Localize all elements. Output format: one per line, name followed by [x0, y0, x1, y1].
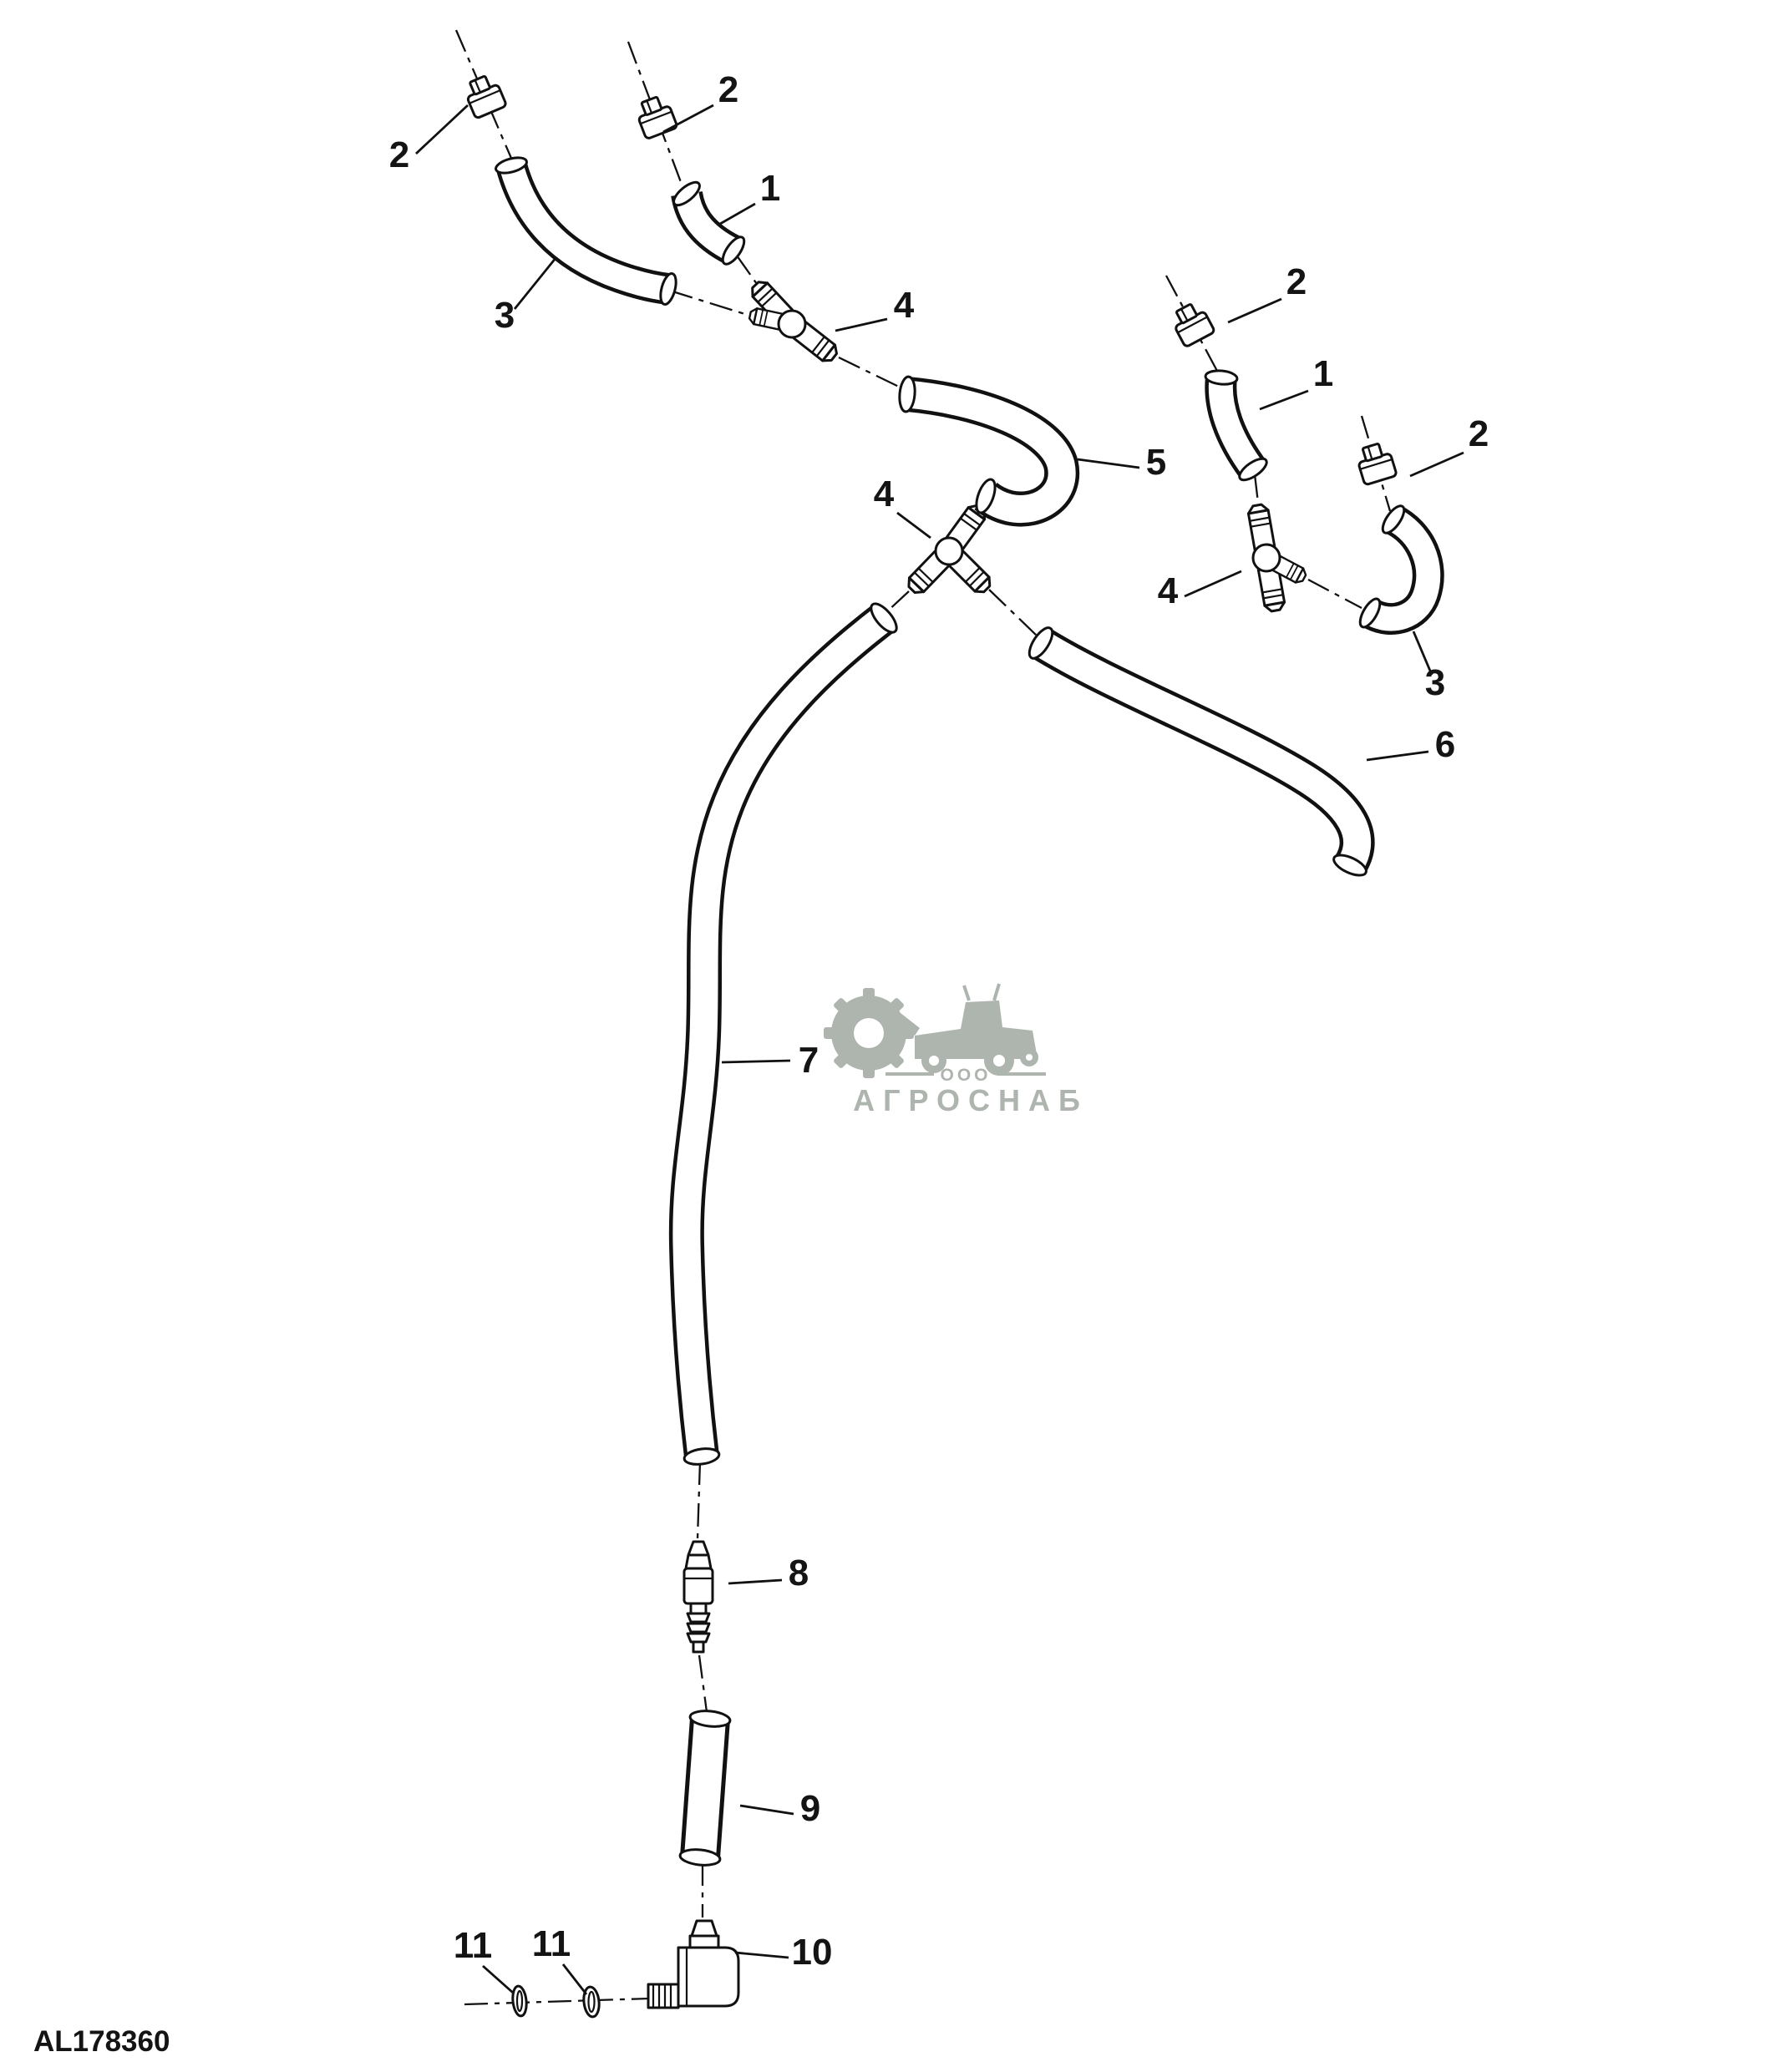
tee-fitting-right	[1246, 502, 1309, 614]
tractor-icon	[896, 983, 1038, 1076]
hose-1-right	[1204, 369, 1268, 482]
svg-text:8: 8	[789, 1553, 809, 1593]
svg-text:4: 4	[1158, 570, 1179, 611]
hose-3-right	[1358, 504, 1444, 635]
callout-clamp-right-lower: 2	[1409, 413, 1489, 478]
svg-text:4: 4	[874, 474, 895, 514]
callout-o-ring-left: 11	[454, 1925, 514, 1994]
svg-text:1: 1	[760, 168, 780, 209]
callout-hose-3-left: 3	[495, 256, 558, 336]
inline-connector-8	[682, 1540, 714, 1654]
o-ring-left	[511, 1984, 528, 2018]
svg-text:2: 2	[1469, 413, 1489, 454]
callout-hose-3-right: 3	[1412, 631, 1445, 703]
svg-text:11: 11	[454, 1925, 493, 1966]
elbow-fitting-10	[647, 1919, 740, 2009]
callout-clamp-top-middle: 2	[662, 69, 738, 134]
svg-text:7: 7	[799, 1040, 819, 1081]
hose-clamp-right-upper	[1167, 298, 1217, 349]
tee-fitting-upper	[747, 276, 842, 367]
svg-text:3: 3	[1425, 662, 1445, 703]
svg-text:2: 2	[389, 134, 409, 175]
callout-o-ring-right: 11	[532, 1923, 588, 1995]
watermark-company-type: ООО	[940, 1066, 991, 1085]
tee-fitting-middle	[903, 500, 996, 598]
assembly-centerlines	[454, 29, 1392, 2006]
svg-text:6: 6	[1435, 724, 1455, 765]
svg-text:9: 9	[800, 1788, 820, 1829]
svg-text:11: 11	[532, 1923, 571, 1964]
callout-hose-7: 7	[721, 1040, 819, 1081]
svg-text:2: 2	[1286, 261, 1307, 302]
callout-tee-right: 4	[1158, 570, 1242, 611]
callout-hose-9: 9	[739, 1788, 820, 1829]
svg-text:2: 2	[718, 69, 738, 110]
hose-9	[678, 1710, 732, 1867]
drawing-code: AL178360	[33, 2025, 170, 2058]
callout-hose-6: 6	[1366, 724, 1455, 765]
callout-hose-1-left: 1	[719, 168, 780, 225]
callout-elbow-10: 10	[734, 1932, 833, 1973]
hose-clamp-top-left	[460, 71, 509, 120]
hose-7-long	[668, 602, 898, 1466]
watermark-logo: ООО АГРОСНАБ	[824, 983, 1088, 1117]
svg-text:10: 10	[792, 1932, 833, 1973]
gear-icon	[824, 988, 914, 1078]
callout-tee-upper: 4	[835, 285, 915, 332]
svg-text:3: 3	[495, 295, 515, 336]
hose-5	[898, 375, 1080, 527]
callouts: 2 2 1 3 4 5 4 2	[389, 69, 1489, 1995]
hose-1-left	[671, 180, 746, 266]
callout-clamp-top-left: 2	[389, 104, 469, 175]
svg-text:4: 4	[894, 285, 915, 326]
svg-text:5: 5	[1146, 442, 1166, 483]
hose-clamp-top-middle	[632, 92, 679, 141]
hose-clamp-right-lower	[1352, 439, 1398, 487]
hose-6	[1028, 626, 1375, 877]
hose-3-left	[495, 156, 677, 306]
callout-connector-8: 8	[728, 1553, 809, 1593]
callout-tee-middle: 4	[874, 474, 931, 540]
callout-clamp-right-upper: 2	[1227, 261, 1307, 324]
o-ring-right	[582, 1985, 601, 2019]
callout-hose-5: 5	[1077, 442, 1166, 483]
watermark-company-name: АГРОСНАБ	[853, 1083, 1088, 1117]
svg-text:1: 1	[1313, 353, 1333, 394]
callout-hose-1-right: 1	[1259, 353, 1333, 411]
